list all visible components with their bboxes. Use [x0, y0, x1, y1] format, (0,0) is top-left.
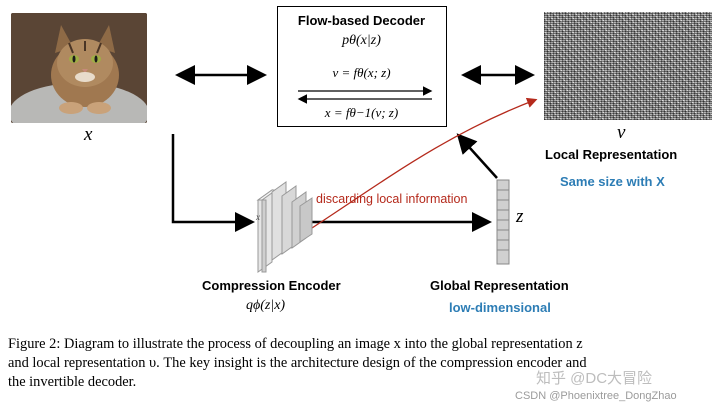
decoder-density: pθ(x|z): [342, 33, 381, 48]
decoder-inverse-formula: x = fθ−1(v; z): [324, 105, 399, 120]
caption-line-1: Figure 2: Diagram to illustrate the proc…: [8, 336, 583, 352]
decoder-title: Flow-based Decoder: [297, 13, 426, 28]
encoder-input-tick: x: [256, 212, 260, 222]
global-representation-title: Global Representation: [430, 278, 569, 293]
encoder-formula: qϕ(z|x): [246, 298, 286, 313]
z-to-decoder-arrow: [456, 133, 498, 179]
local-representation-subtitle: Same size with X: [560, 174, 665, 189]
zhihu-watermark: 知乎 @DC大冒险: [536, 370, 653, 387]
local-representation-title: Local Representation: [545, 147, 678, 162]
cat-to-encoder-arrow: [171, 134, 255, 232]
global-representation-symbol: z: [516, 206, 524, 227]
output-image-label: v: [617, 122, 626, 143]
cat-image: [11, 13, 147, 123]
latent-column: [496, 179, 510, 265]
decoder-box: Flow-based Decoder pθ(x|z) v = fθ(x; z) …: [277, 6, 447, 127]
encoder-blocks: [256, 181, 313, 273]
input-image-label: x: [84, 124, 93, 145]
figure-caption: Figure 2: Diagram to illustrate the proc…: [8, 335, 714, 392]
csdn-watermark: CSDN @Phoenixtree_DongZhao: [515, 390, 677, 402]
decoder-forward-formula: v = fθ(x; z): [332, 65, 391, 80]
noise-image: [544, 12, 712, 120]
global-representation-subtitle: low-dimensional: [449, 300, 551, 315]
caption-line-3: the invertible decoder.: [8, 374, 137, 390]
discard-label: discarding local information: [316, 192, 468, 206]
caption-line-2: and local representation υ. The key insi…: [8, 355, 587, 371]
encoder-title: Compression Encoder: [202, 278, 341, 293]
diagram-arrows: [171, 65, 538, 273]
